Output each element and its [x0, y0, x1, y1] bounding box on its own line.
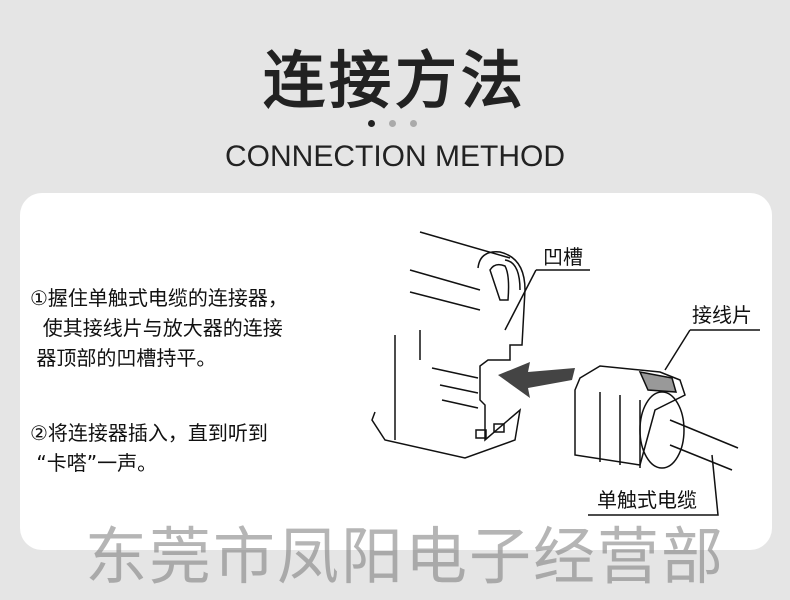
- pagination-dots: [368, 120, 417, 127]
- page-title: 连接方法: [262, 44, 527, 117]
- step-1-text: ①握住单触式电缆的连接器， 使其接线片与放大器的连接 器顶部的凹槽持平。: [30, 286, 288, 370]
- tab-label: 接线片: [692, 303, 752, 327]
- watermark: 东莞市凤阳电子经营部: [85, 520, 726, 593]
- cable-label: 单触式电缆: [597, 488, 697, 512]
- page-subtitle: CONNECTION METHOD: [225, 140, 565, 173]
- instruction-card: [20, 193, 772, 550]
- step-2-text: ②将连接器插入，直到听到 “卡嗒”一声。: [30, 421, 268, 475]
- groove-label: 凹槽: [543, 245, 583, 269]
